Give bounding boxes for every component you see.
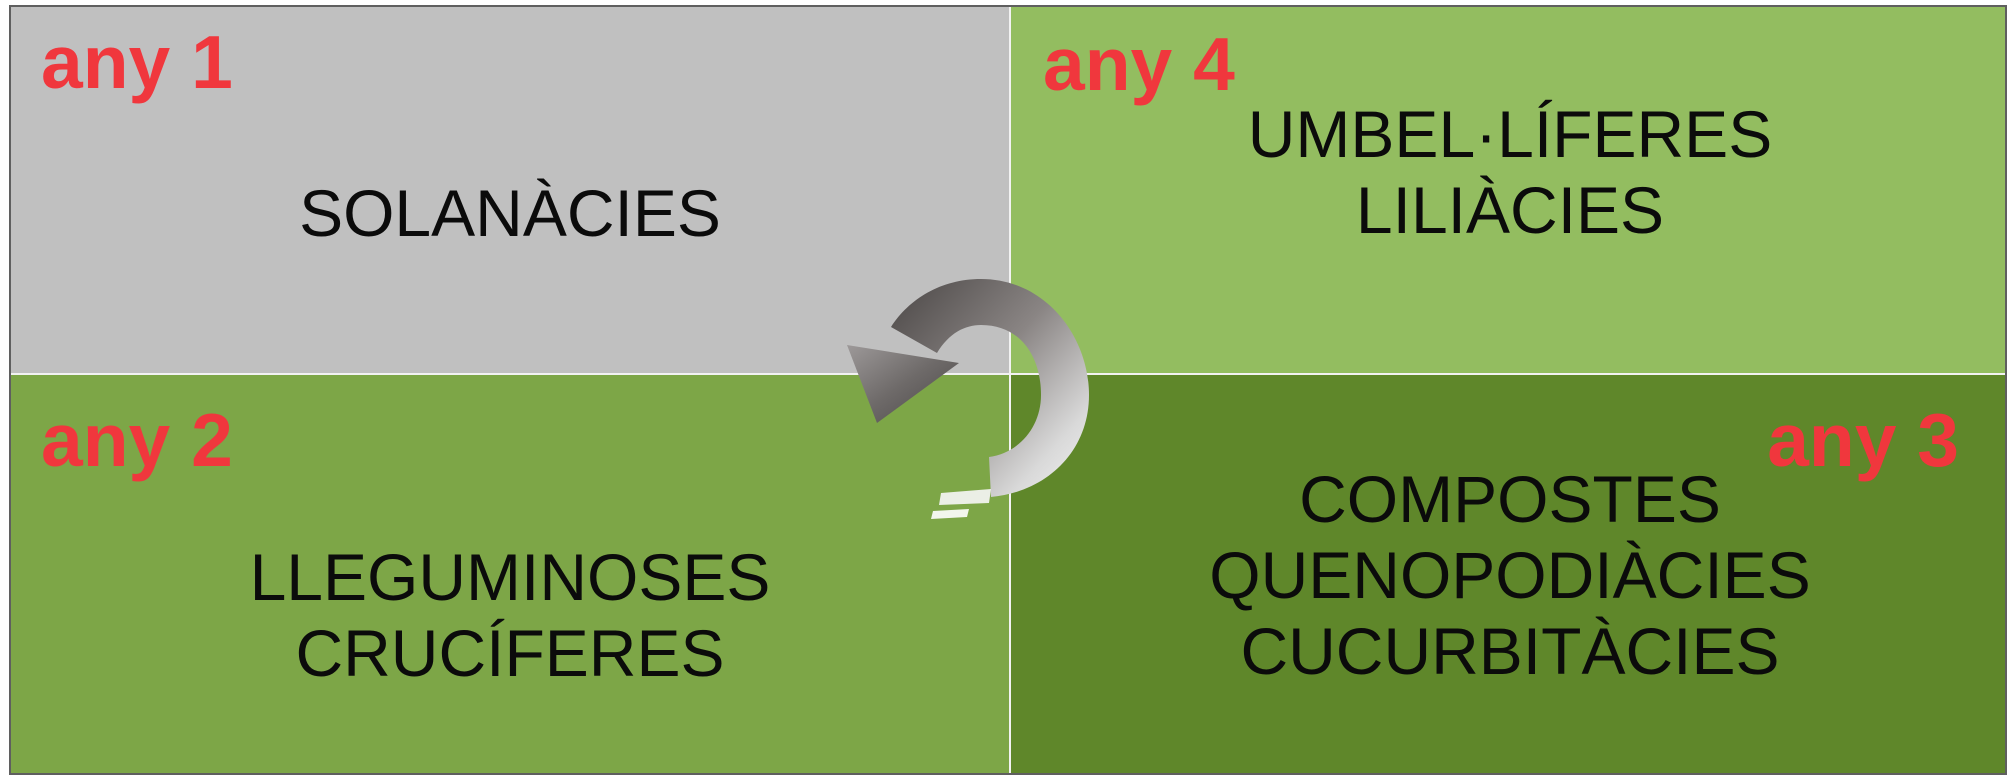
families-year-1: SOLANÀCIES <box>11 175 1009 251</box>
family-label: SOLANÀCIES <box>299 176 721 250</box>
families-year-3: COMPOSTES QUENOPODIÀCIES CUCURBITÀCIES <box>1011 461 2005 689</box>
year-label-2: any 2 <box>41 398 233 482</box>
families-year-2: LLEGUMINOSES CRUCÍFERES <box>11 539 1009 691</box>
family-label: LILIÀCIES <box>1355 173 1665 247</box>
counterclockwise-rotation-arrow-icon <box>847 279 1089 519</box>
quadrant-year-3: any 3 COMPOSTES QUENOPODIÀCIES CUCURBITÀ… <box>1011 375 2005 773</box>
horizontal-divider <box>11 373 2005 375</box>
families-year-4: UMBEL·LÍFERES LILIÀCIES <box>1011 96 2005 248</box>
year-label-4: any 4 <box>1043 22 1235 106</box>
year-label-1: any 1 <box>41 20 233 104</box>
family-label: UMBEL·LÍFERES <box>1247 97 1773 171</box>
family-label: LLEGUMINOSES <box>249 540 771 614</box>
crop-rotation-diagram: any 1 SOLANÀCIES any 4 UMBEL·LÍFERES LIL… <box>9 5 2007 775</box>
year-label-3: any 3 <box>1767 398 1959 482</box>
quadrant-year-2: any 2 LLEGUMINOSES CRUCÍFERES <box>11 375 1009 773</box>
quadrant-year-4: any 4 UMBEL·LÍFERES LILIÀCIES <box>1011 7 2005 373</box>
vertical-divider <box>1009 7 1011 773</box>
family-label: QUENOPODIÀCIES <box>1209 538 1811 612</box>
family-label: CRUCÍFERES <box>295 616 725 690</box>
quadrant-year-1: any 1 SOLANÀCIES <box>11 7 1009 373</box>
family-label: CUCURBITÀCIES <box>1240 614 1780 688</box>
family-label: COMPOSTES <box>1299 462 1721 536</box>
